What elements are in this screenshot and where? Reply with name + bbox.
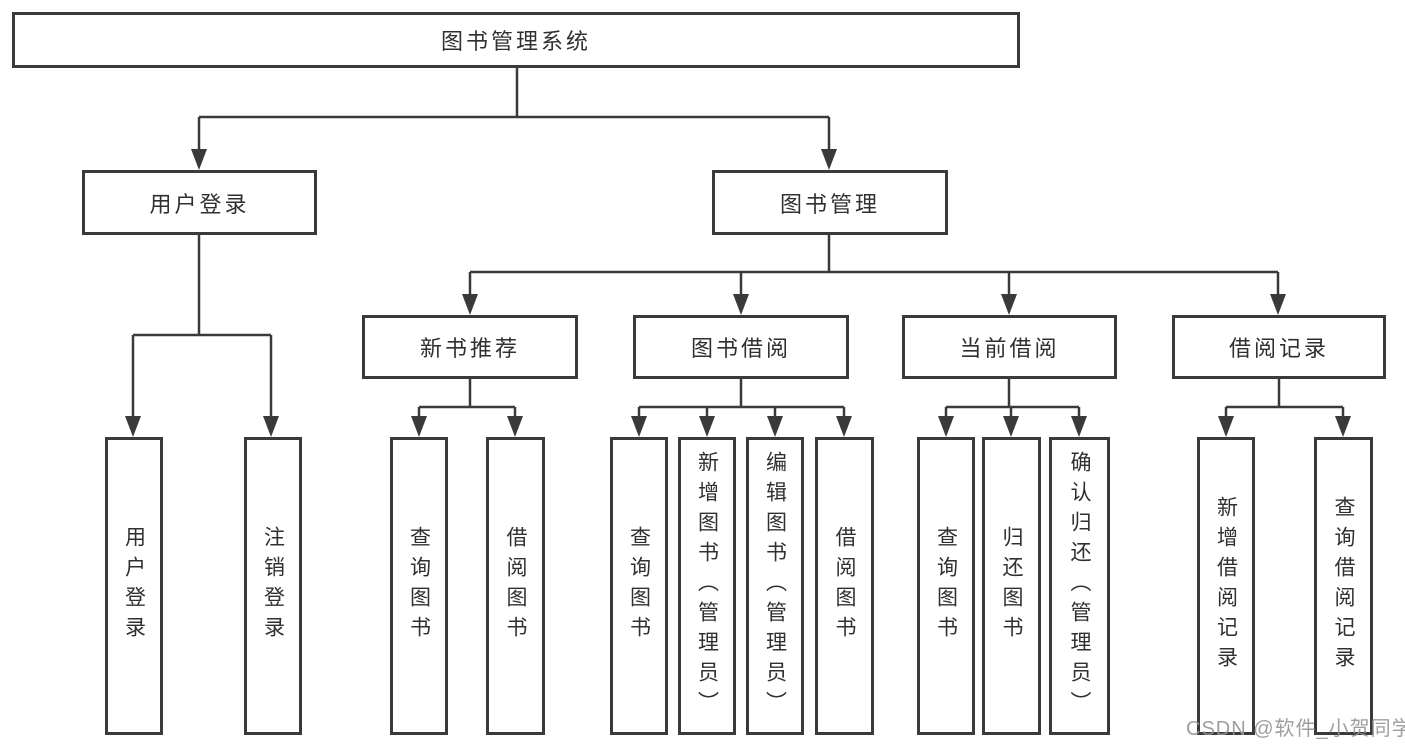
node-label: 编辑图书（管理员） — [763, 451, 787, 721]
node-label: 归还图书 — [1000, 526, 1023, 646]
leaf-query-books-borrow: 查询图书 — [610, 437, 668, 735]
node-book-borrow: 图书借阅 — [633, 315, 849, 379]
node-label: 当前借阅 — [959, 336, 1060, 361]
connector-new-book-split — [417, 379, 517, 417]
node-label: 用户登录 — [122, 526, 146, 646]
node-label: 新增图书（管理员） — [695, 451, 719, 721]
node-label: 查询图书 — [627, 526, 651, 646]
node-label: 借阅图书 — [504, 526, 527, 646]
node-label: 借阅记录 — [1228, 336, 1329, 361]
node-user-login: 用户登录 — [82, 170, 317, 235]
arrowheads — [125, 149, 1351, 437]
node-label: 查询图书 — [934, 526, 958, 646]
connector-user-login-split — [131, 235, 273, 417]
node-label: 用户登录 — [149, 191, 250, 217]
leaf-query-borrow-record: 查询借阅记录 — [1314, 437, 1373, 735]
node-label: 借阅图书 — [833, 526, 856, 646]
node-label: 图书管理 — [779, 191, 880, 217]
node-label: 图书借阅 — [690, 336, 791, 361]
leaf-user-login: 用户登录 — [105, 437, 163, 735]
connector-current-borrow-split — [944, 379, 1081, 417]
node-label: 注销登录 — [261, 526, 285, 646]
node-book-management: 图书管理 — [712, 170, 948, 235]
leaf-logout-login: 注销登录 — [244, 437, 302, 735]
node-label: 确认归还（管理员） — [1068, 451, 1091, 721]
leaf-add-book-admin: 新增图书（管理员） — [678, 437, 736, 735]
leaf-borrow-books: 借阅图书 — [815, 437, 874, 735]
node-label: 查询借阅记录 — [1332, 496, 1355, 676]
connector-book-management-split — [468, 235, 1280, 296]
connector-borrow-records-split — [1224, 379, 1345, 417]
node-borrow-records: 借阅记录 — [1172, 315, 1386, 379]
connector-book-borrow-split — [637, 379, 846, 417]
node-root: 图书管理系统 — [12, 12, 1020, 68]
node-new-book-recommend: 新书推荐 — [362, 315, 578, 379]
node-label: 新增借阅记录 — [1214, 496, 1238, 676]
connector-root-split — [197, 68, 831, 150]
leaf-edit-book-admin: 编辑图书（管理员） — [746, 437, 804, 735]
leaf-query-books-current: 查询图书 — [917, 437, 975, 735]
node-label: 查询图书 — [407, 526, 431, 646]
node-label: 新书推荐 — [419, 336, 520, 361]
node-current-borrow: 当前借阅 — [902, 315, 1117, 379]
leaf-query-books-recommend: 查询图书 — [390, 437, 448, 735]
watermark-text: CSDN @软件_小贺同学 — [1186, 718, 1405, 740]
leaf-borrow-books-recommend: 借阅图书 — [486, 437, 545, 735]
leaf-add-borrow-record: 新增借阅记录 — [1197, 437, 1255, 735]
leaf-confirm-return-admin: 确认归还（管理员） — [1049, 437, 1110, 735]
leaf-return-book: 归还图书 — [982, 437, 1041, 735]
node-label: 图书管理系统 — [440, 29, 591, 54]
